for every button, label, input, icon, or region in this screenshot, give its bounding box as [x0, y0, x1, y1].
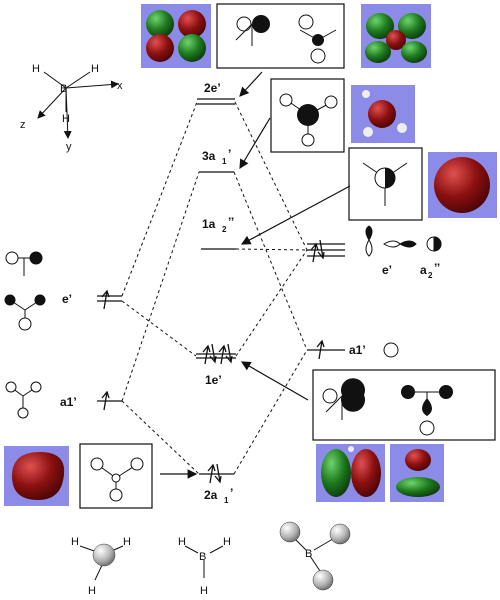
y-axis-label: y [66, 141, 72, 153]
svg-text:1a: 1a [202, 217, 216, 231]
electron-arrows [101, 239, 325, 484]
left-e-label: e’ [62, 292, 72, 306]
svg-text:H: H [178, 536, 186, 548]
svg-text:a: a [420, 263, 427, 277]
ball-model-bh3-right: B [279, 521, 351, 591]
orbital-sketch-box-2e [216, 3, 345, 69]
x-axis-label: x [117, 80, 123, 92]
orbital-render-2a1 [4, 446, 69, 506]
orbital-render-1a2 [428, 152, 497, 218]
level-label-2a1: 2a 1 ’ [204, 486, 233, 505]
level-label-3a1: 3a 1 ’ [202, 147, 231, 166]
svg-text:’’: ’’ [228, 215, 234, 229]
orbital-render-1e-a [316, 444, 385, 502]
level-label-2e: 2e’ [204, 81, 221, 95]
correlation-lines [121, 101, 308, 475]
right-s-orbital-sketch [383, 342, 399, 358]
mo-levels [97, 98, 345, 475]
orbital-sketch-box-3a1 [270, 78, 345, 153]
right-p-orbital-sketches [365, 225, 442, 257]
svg-text:H: H [71, 536, 79, 548]
axis-h2-label: H [91, 63, 99, 75]
axis-frame: B H H H x z y [20, 63, 123, 153]
left-a1-label: a1’ [60, 395, 77, 409]
orbital-sketch-box-2a1 [79, 443, 153, 509]
svg-text:’’: ’’ [434, 261, 440, 275]
left-e-sketch-upper [5, 251, 43, 276]
axis-boron-label: B [60, 83, 67, 95]
axis-h1-label: H [32, 63, 40, 75]
orbital-render-e-top-left [141, 4, 211, 68]
axis-h3-label: H [62, 113, 70, 125]
svg-text:2a: 2a [204, 488, 218, 502]
svg-text:’: ’ [230, 486, 233, 500]
right-a2-label: a 2 ’’ [420, 261, 440, 280]
left-a1-sketch [5, 381, 42, 419]
orbital-sketch-box-1a2 [348, 147, 423, 221]
right-e-label: e’ [382, 263, 392, 277]
svg-text:1: 1 [224, 496, 229, 505]
level-label-1e: 1e’ [205, 373, 222, 387]
svg-text:’: ’ [228, 147, 231, 161]
svg-text:2: 2 [428, 271, 433, 280]
svg-text:H: H [88, 585, 96, 597]
right-a1-label: a1’ [349, 343, 366, 357]
pointer-arrows [160, 71, 351, 479]
svg-text:H: H [123, 536, 131, 548]
z-axis-label: z [20, 119, 26, 131]
line-model-bh3-middle: H B H H [178, 536, 231, 597]
svg-text:2: 2 [222, 225, 227, 234]
orbital-sketch-box-1e [312, 369, 496, 441]
svg-text:3a: 3a [202, 149, 216, 163]
orbital-render-e-top-right [361, 4, 431, 68]
svg-text:B: B [199, 551, 206, 563]
orbital-render-3a1 [351, 85, 415, 143]
orbital-render-1e-b [390, 444, 444, 502]
svg-text:B: B [305, 548, 312, 560]
level-label-1a2: 1a 2 ’’ [202, 215, 234, 234]
svg-text:1: 1 [222, 157, 227, 166]
left-e-sketch-lower [4, 294, 46, 331]
svg-text:H: H [200, 585, 208, 597]
ball-model-bh3-left: H H H [71, 536, 131, 597]
svg-text:H: H [223, 536, 231, 548]
